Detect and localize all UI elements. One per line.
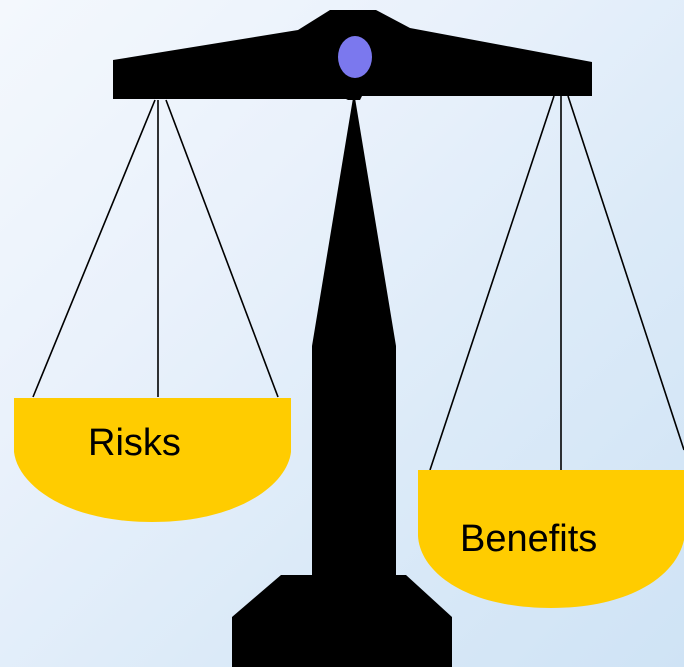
right-pan bbox=[418, 470, 684, 608]
left-string-outer bbox=[32, 99, 156, 398]
right-pan-strings bbox=[429, 95, 684, 471]
risks-label: Risks bbox=[88, 422, 181, 464]
right-string-outer-right bbox=[567, 95, 684, 451]
left-string-inner bbox=[165, 99, 279, 398]
benefits-label: Benefits bbox=[460, 518, 598, 560]
pivot-icon bbox=[338, 36, 372, 78]
left-pan-strings bbox=[32, 99, 279, 398]
scale-post bbox=[232, 92, 452, 667]
right-string-outer-left bbox=[429, 95, 555, 471]
left-pan bbox=[14, 398, 291, 522]
